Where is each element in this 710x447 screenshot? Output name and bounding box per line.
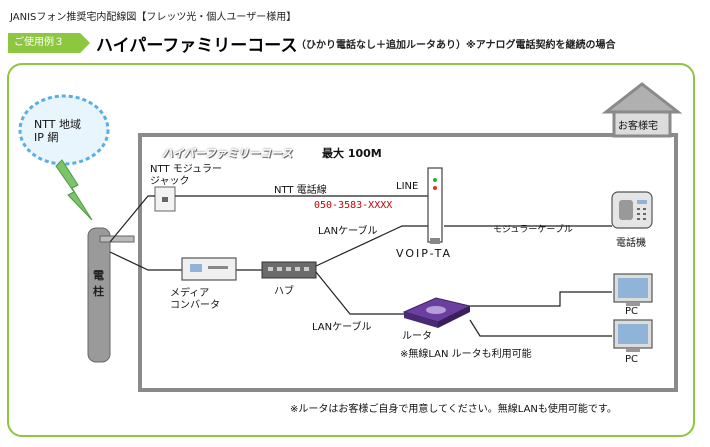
cloud-label: NTT 地域 IP 網 <box>34 118 81 144</box>
house-label: お客様宅 <box>618 121 658 132</box>
lan-cable-label-top: LANケーブル <box>318 226 378 237</box>
pole-label: 電 柱 <box>93 269 104 298</box>
page-title: ハイパーファミリーコース <box>96 36 298 56</box>
top-note: JANISフォン推奨宅内配線図【フレッツ光・個人ユーザー様用】 <box>10 12 297 23</box>
pole-arm-icon <box>99 235 135 243</box>
house-icon <box>612 110 672 138</box>
pc-label-1: PC <box>625 306 639 317</box>
wireless-note: ※無線LAN ルータも利用可能 <box>400 349 532 360</box>
phone-number: 050-3583-XXXX <box>314 200 393 211</box>
router-icon <box>402 297 472 328</box>
ip-network-cloud-icon <box>18 94 110 166</box>
pc-icon <box>613 273 653 306</box>
ntt-line-label: NTT 電話線 <box>274 185 327 196</box>
utility-pole-icon <box>87 227 111 363</box>
footer-note: ※ルータはお客様ご自身で用意してください。無線LANも使用可能です。 <box>290 404 617 415</box>
pc-icon <box>613 319 653 352</box>
modular-cable-label: モジュラーケーブル <box>493 225 573 235</box>
hub-icon <box>261 261 317 279</box>
media-converter-icon <box>181 257 237 281</box>
modular-jack-label: NTT モジュラー ジャック <box>150 164 223 187</box>
lan-cable-label-bottom: LANケーブル <box>312 322 372 333</box>
media-converter-label: メディア コンバータ <box>170 288 220 311</box>
house-walls <box>138 133 678 392</box>
line-port-label: LINE <box>396 181 419 192</box>
pc-label-2: PC <box>625 354 639 365</box>
hub-label: ハブ <box>274 286 294 297</box>
service-label: ハイパーファミリーコース <box>162 147 293 160</box>
service-speed: 最大 100M <box>322 147 382 160</box>
telephone-label: 電話機 <box>616 238 646 249</box>
telephone-icon <box>611 191 653 229</box>
usage-example-badge: ご使用例３ <box>8 33 90 53</box>
router-label: ルータ <box>402 331 432 342</box>
cables <box>109 195 612 337</box>
page-subtitle: （ひかり電話なし＋追加ルータあり）※アナログ電話契約を継続の場合 <box>296 40 616 51</box>
voip-ta-label: VOIP-TA <box>396 247 452 260</box>
lightning-icon <box>55 159 93 221</box>
